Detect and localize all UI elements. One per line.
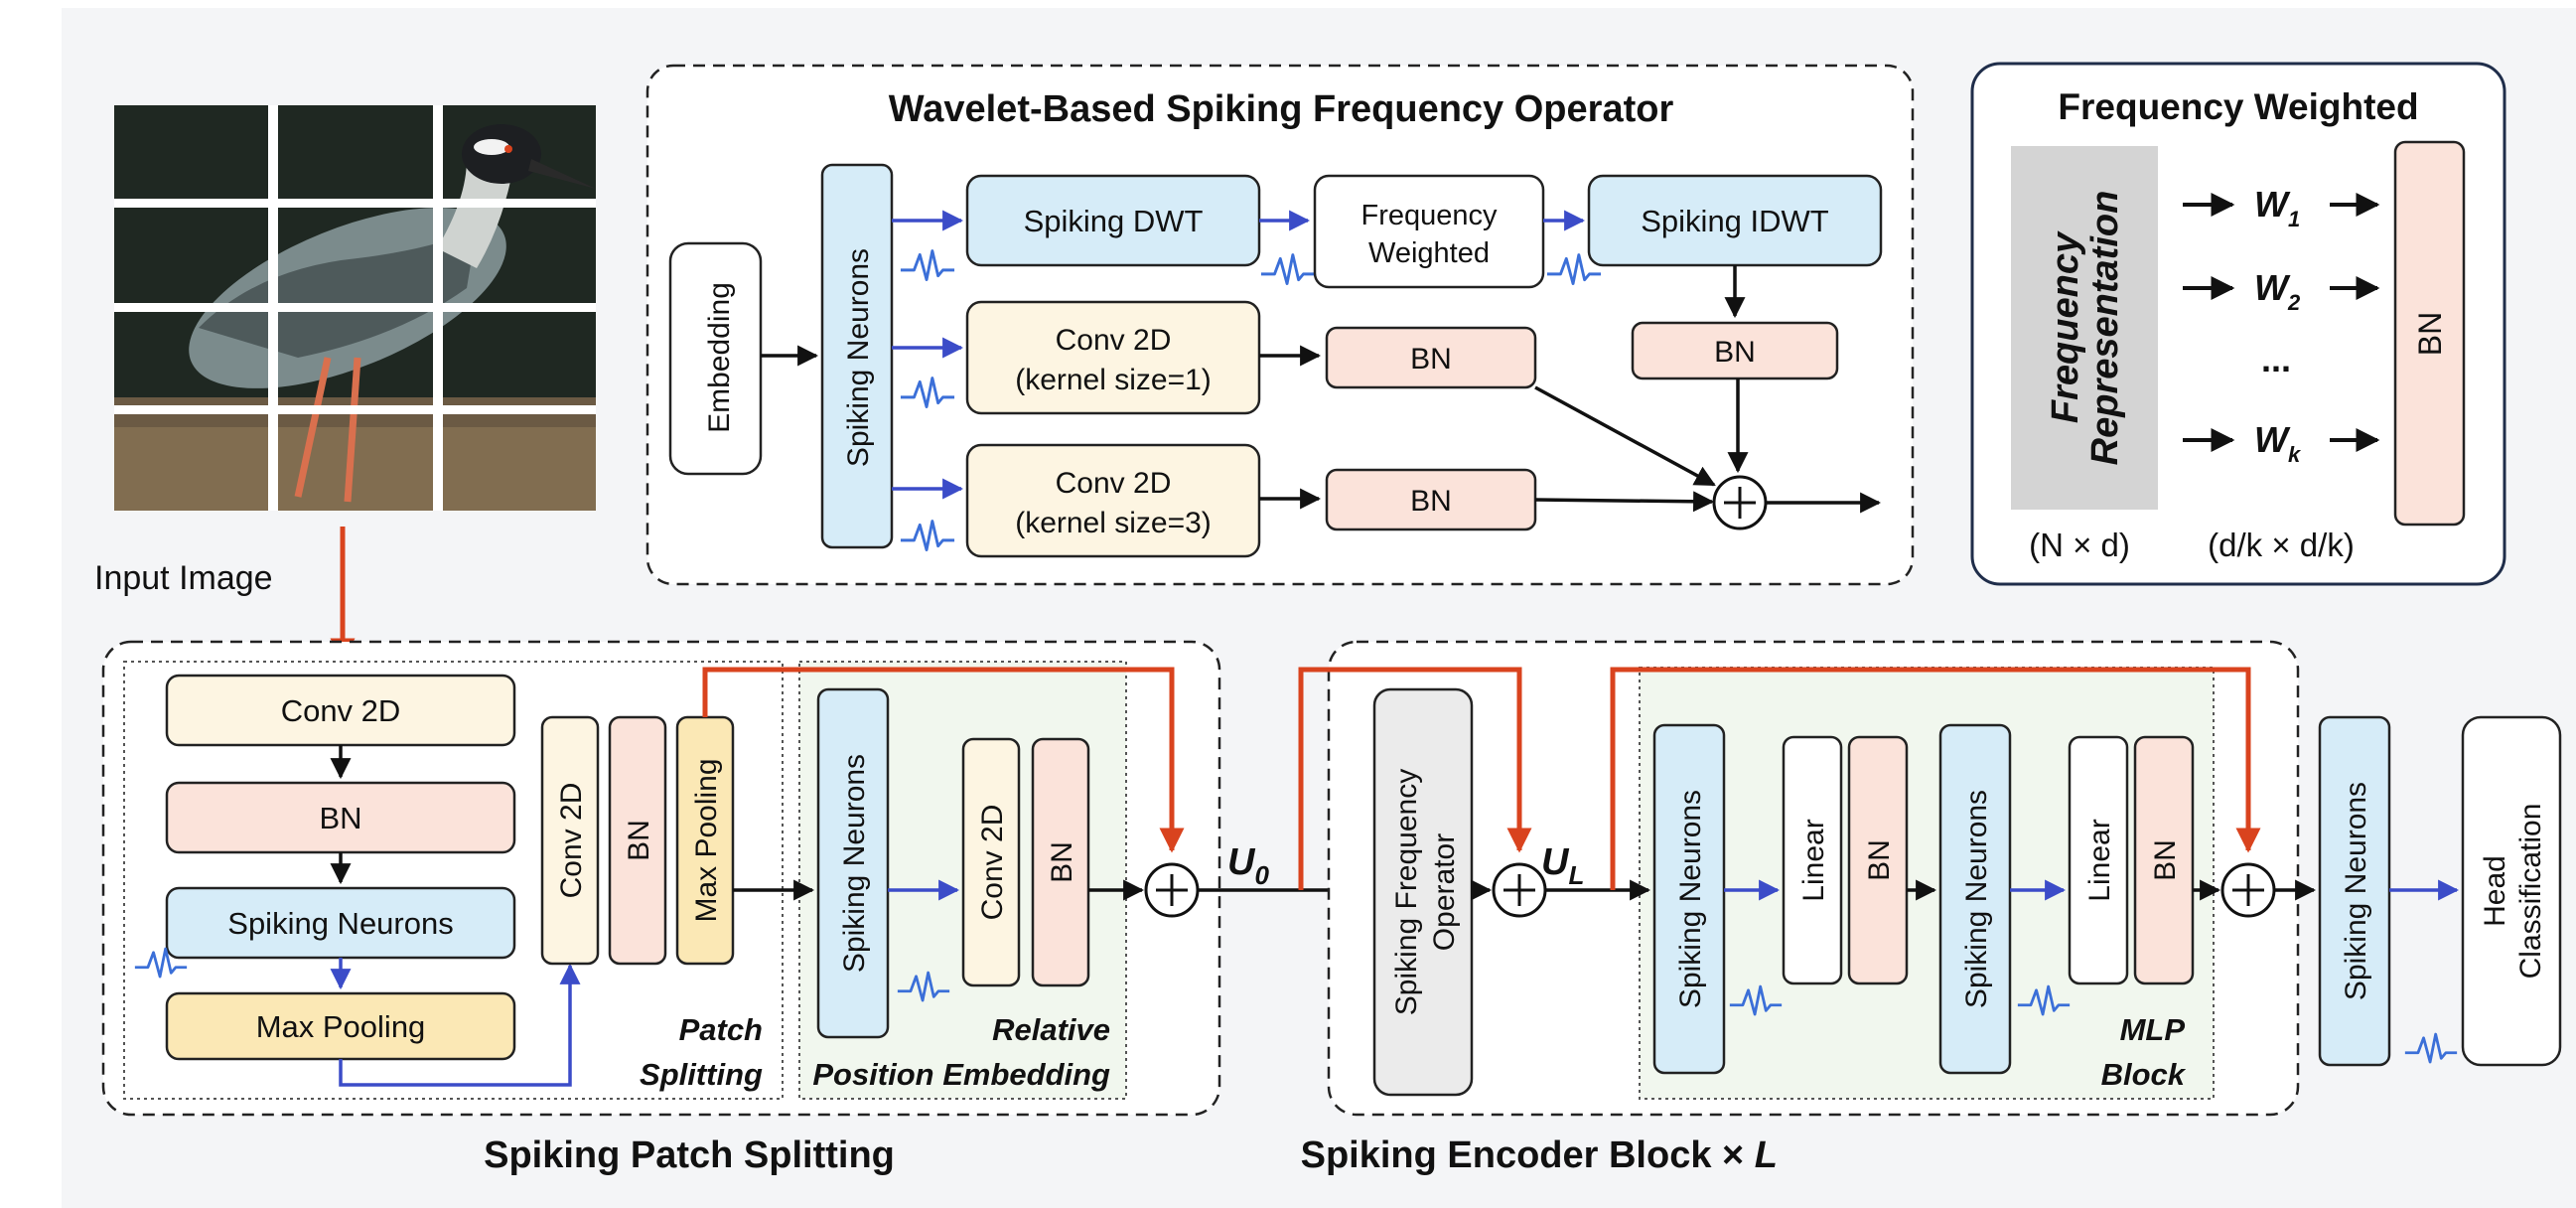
patch-splitting-caption-2: Splitting — [640, 1057, 763, 1092]
patch-bn-label: BN — [319, 801, 361, 835]
mlp-caption-1: MLP — [2120, 1012, 2186, 1047]
sfo-label-1: Spiking Frequency — [1390, 769, 1423, 1015]
weight-wk: Wk — [2254, 419, 2302, 467]
conv2d-k3-box — [965, 443, 1261, 558]
rpe-caption-2: Position Embedding — [812, 1057, 1110, 1092]
patch-conv2d-label: Conv 2D — [281, 693, 401, 728]
patch-splitting-region — [123, 661, 784, 1100]
head-classification-box — [2461, 715, 2562, 1067]
mlp-linear-2-label: Linear — [2083, 819, 2116, 901]
conv2d-k1-box — [965, 300, 1261, 415]
weight-w1: W1 — [2254, 184, 2300, 231]
head-classification-label-2: Classification — [2514, 804, 2547, 980]
fw-bn-label: BN — [2412, 312, 2448, 356]
patch-spiking-neurons-label: Spiking Neurons — [227, 906, 453, 941]
conv-k1-bn-label: BN — [1410, 343, 1452, 376]
wavelet-spiking-neurons-label: Spiking Neurons — [842, 248, 875, 467]
sfo-label-2: Operator — [1428, 833, 1461, 951]
conv2d-k3-label-1: Conv 2D — [1056, 467, 1172, 500]
conv-k1-bn-box — [1325, 326, 1537, 389]
mlp-bn-1-label: BN — [1863, 839, 1896, 881]
conv2d-k3-label-2: (kernel size=3) — [1015, 507, 1212, 539]
mlp-bn-1-box — [1847, 735, 1909, 985]
frequency-weighted-title: Frequency Weighted — [2058, 86, 2418, 127]
mlp-spiking-neurons-1-label: Spiking Neurons — [1674, 790, 1707, 1008]
wavelet-title: Wavelet-Based Spiking Frequency Operator — [889, 88, 1674, 130]
fw-bn-box — [2393, 140, 2466, 527]
frequency-weighted-label-2: Weighted — [1368, 237, 1490, 269]
weight-ellipsis: ... — [2261, 339, 2291, 379]
patch-v-bn-box — [608, 715, 667, 966]
wavelet-spiking-neurons — [820, 163, 894, 549]
conv2d-k1-label-1: Conv 2D — [1056, 324, 1172, 357]
frequency-representation-label-2: Representation — [2084, 191, 2126, 466]
dim-weights: (d/k × d/k) — [2208, 527, 2355, 563]
encoder-title: Spiking Encoder Block × L — [1301, 1134, 1778, 1176]
idwt-bn-label: BN — [1714, 336, 1756, 369]
spiking-idwt-label: Spiking IDWT — [1641, 204, 1829, 238]
mlp-spiking-neurons-1 — [1652, 723, 1726, 1075]
spiking-encoder-block-panel: Spiking Frequency Operator UL Spiking Ne… — [1298, 640, 2300, 1117]
mlp-bn-2-label: BN — [2149, 839, 2182, 881]
head-classification-label-1: Head — [2479, 855, 2511, 927]
mlp-linear-1-box — [1782, 735, 1843, 985]
dim-representation: (N × d) — [2029, 527, 2130, 563]
patch-v-bn-label: BN — [623, 820, 655, 861]
patch-v-conv2d-label: Conv 2D — [555, 783, 588, 899]
frequency-weighted-label-1: Frequency — [1360, 200, 1498, 231]
patch-splitting-title: Spiking Patch Splitting — [484, 1134, 895, 1176]
mlp-linear-1-label: Linear — [1797, 819, 1830, 901]
conv-k3-bn-label: BN — [1410, 485, 1452, 518]
rpe-spiking-neurons-label: Spiking Neurons — [838, 754, 871, 973]
rpe-caption-1: Relative — [992, 1012, 1110, 1047]
wavelet-operator-panel: Wavelet-Based Spiking Frequency Operator… — [645, 64, 1915, 586]
rpe-conv2d-box — [961, 737, 1021, 987]
mlp-spiking-neurons-2-label: Spiking Neurons — [1960, 790, 1993, 1008]
embedding-box — [668, 241, 763, 476]
input-image — [114, 105, 596, 511]
conv2d-k1-label-2: (kernel size=1) — [1015, 364, 1212, 396]
frequency-weighted-panel: Frequency Weighted Frequency Representat… — [1970, 62, 2506, 586]
ul-label: UL — [1541, 841, 1584, 890]
weight-w2: W2 — [2254, 267, 2301, 315]
rpe-conv2d-label: Conv 2D — [976, 805, 1009, 921]
mlp-linear-2-box — [2068, 735, 2129, 985]
head-spiking-neurons-label: Spiking Neurons — [2340, 782, 2372, 1000]
idwt-bn-box — [1631, 321, 1839, 380]
mlp-bn-2-box — [2133, 735, 2195, 985]
u0-label: U0 — [1227, 841, 1269, 890]
rpe-bn-box — [1031, 737, 1090, 987]
mlp-spiking-neurons-2 — [1938, 723, 2012, 1075]
patch-splitting-caption-1: Patch — [679, 1012, 763, 1047]
frequency-representation-box — [2011, 146, 2158, 510]
frequency-weighted-box — [1313, 174, 1545, 289]
embedding-label: Embedding — [703, 282, 736, 433]
rpe-bn-label: BN — [1046, 841, 1078, 883]
patch-max-pooling-label: Max Pooling — [256, 1009, 426, 1044]
spiking-patch-splitting-panel: Conv 2D BN Spiking Neurons Max Pooling C… — [101, 640, 1221, 1117]
frequency-representation-label-1: Frequency — [2045, 230, 2086, 423]
patch-v-maxpool-label: Max Pooling — [690, 758, 723, 922]
rpe-spiking-neurons-box — [816, 687, 890, 1039]
spiking-dwt-label: Spiking DWT — [1024, 204, 1204, 238]
patch-v-conv2d-box — [540, 715, 600, 966]
mlp-caption-2: Block — [2101, 1057, 2187, 1092]
input-image-label: Input Image — [94, 559, 273, 597]
